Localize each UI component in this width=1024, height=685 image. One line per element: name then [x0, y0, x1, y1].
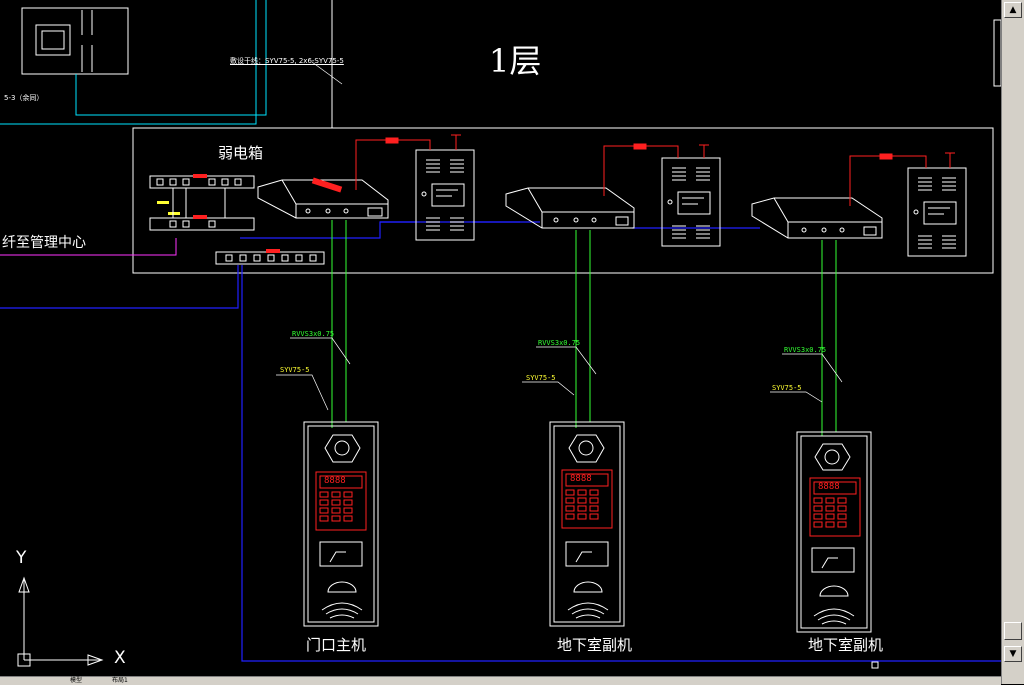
- network-switch-bottom: [215, 249, 325, 265]
- unit-1-video-cable: SYV75-5: [280, 366, 310, 374]
- fiber-wire: [0, 238, 177, 256]
- weak-current-box-outline: [132, 127, 994, 274]
- weak-box-label: 弱电箱: [218, 144, 264, 162]
- ucs-axis-icon: [17, 576, 104, 667]
- tab-layout1[interactable]: 布局1: [112, 677, 128, 684]
- controller-unit-3: [751, 197, 883, 239]
- axis-x-label: X: [114, 648, 126, 668]
- controller-unit-2: [505, 187, 635, 229]
- axis-y-label: Y: [16, 548, 27, 568]
- scroll-thumb[interactable]: [1004, 622, 1022, 640]
- blue-bus: [0, 221, 1001, 662]
- power-panel-1: [415, 149, 475, 241]
- top-cyan-wires: [0, 0, 267, 125]
- unit-1-display: 8888: [324, 476, 346, 486]
- layout-tab-bar: 模型 布局1: [0, 676, 1001, 685]
- unit-3-power-cable: RVVS3x0.75: [784, 346, 827, 354]
- top-note: 5-3（余同）: [4, 94, 44, 102]
- cable-leaders: [276, 337, 843, 411]
- green-risers: [331, 220, 837, 436]
- grip-square[interactable]: [871, 661, 879, 669]
- unit-1-name: 门口主机: [306, 636, 367, 654]
- red-power-wires: [355, 134, 955, 206]
- fiber-label: 纤至管理中心: [2, 235, 86, 251]
- scroll-down-button[interactable]: ▼: [1004, 646, 1022, 662]
- floor-title: 1层: [489, 42, 542, 80]
- top-left-detail: [21, 7, 129, 75]
- controller-unit-1: [257, 177, 389, 219]
- scroll-up-button[interactable]: ▲: [1004, 2, 1022, 18]
- unit-2-name: 地下室副机: [557, 636, 633, 654]
- unit-3-display: 8888: [818, 482, 840, 492]
- unit-2-power-cable: RVVS3x0.75: [538, 339, 581, 347]
- door-station-2: [549, 421, 625, 627]
- unit-2-display: 8888: [570, 474, 592, 484]
- tab-model[interactable]: 模型: [70, 677, 83, 684]
- trunk-note: 敷设干线：SYV75-5, 2x6-SYV75-5: [230, 57, 344, 65]
- power-panel-3: [907, 167, 967, 257]
- unit-3-video-cable: SYV75-5: [772, 384, 802, 392]
- unit-3-name: 地下室副机: [808, 636, 884, 654]
- network-switch-top: [149, 174, 255, 189]
- door-station-1: [303, 421, 379, 627]
- network-switch-middle: [149, 188, 255, 231]
- trunk-note-leader: [311, 61, 343, 85]
- vertical-scrollbar[interactable]: ▲ ▼: [1001, 0, 1024, 684]
- unit-1-power-cable: RVVS3x0.75: [292, 330, 335, 338]
- unit-2-video-cable: SYV75-5: [526, 374, 556, 382]
- power-panel-2: [661, 157, 721, 247]
- door-station-3: [796, 431, 872, 633]
